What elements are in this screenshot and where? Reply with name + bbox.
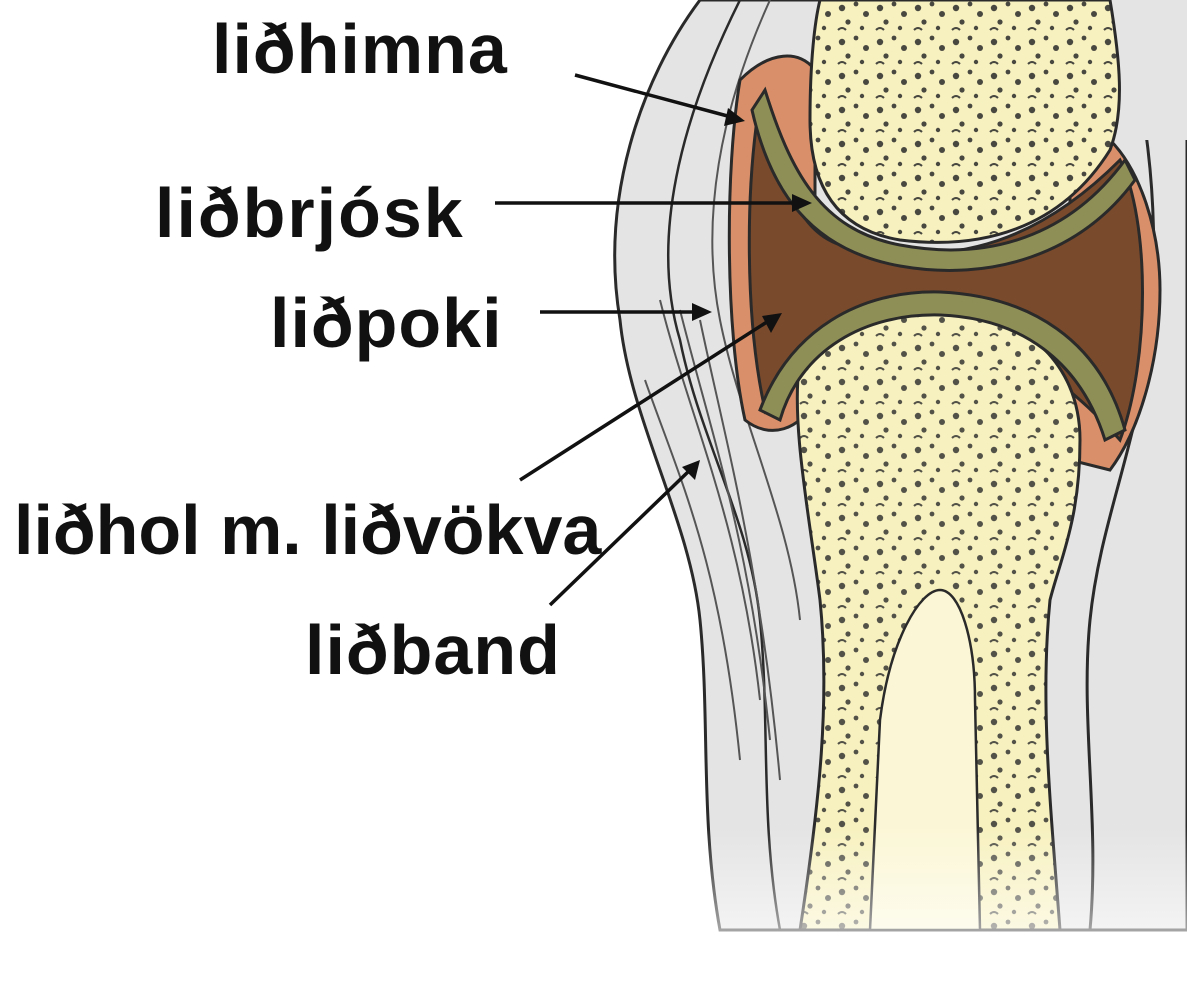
label-joint-capsule: liðpoki bbox=[270, 288, 503, 358]
label-joint-cavity: liðhol m. liðvökva bbox=[14, 495, 601, 565]
label-ligament: liðband bbox=[305, 615, 561, 685]
label-synovial-membrane: liðhimna bbox=[212, 14, 508, 84]
label-articular-cartilage: liðbrjósk bbox=[155, 178, 465, 248]
